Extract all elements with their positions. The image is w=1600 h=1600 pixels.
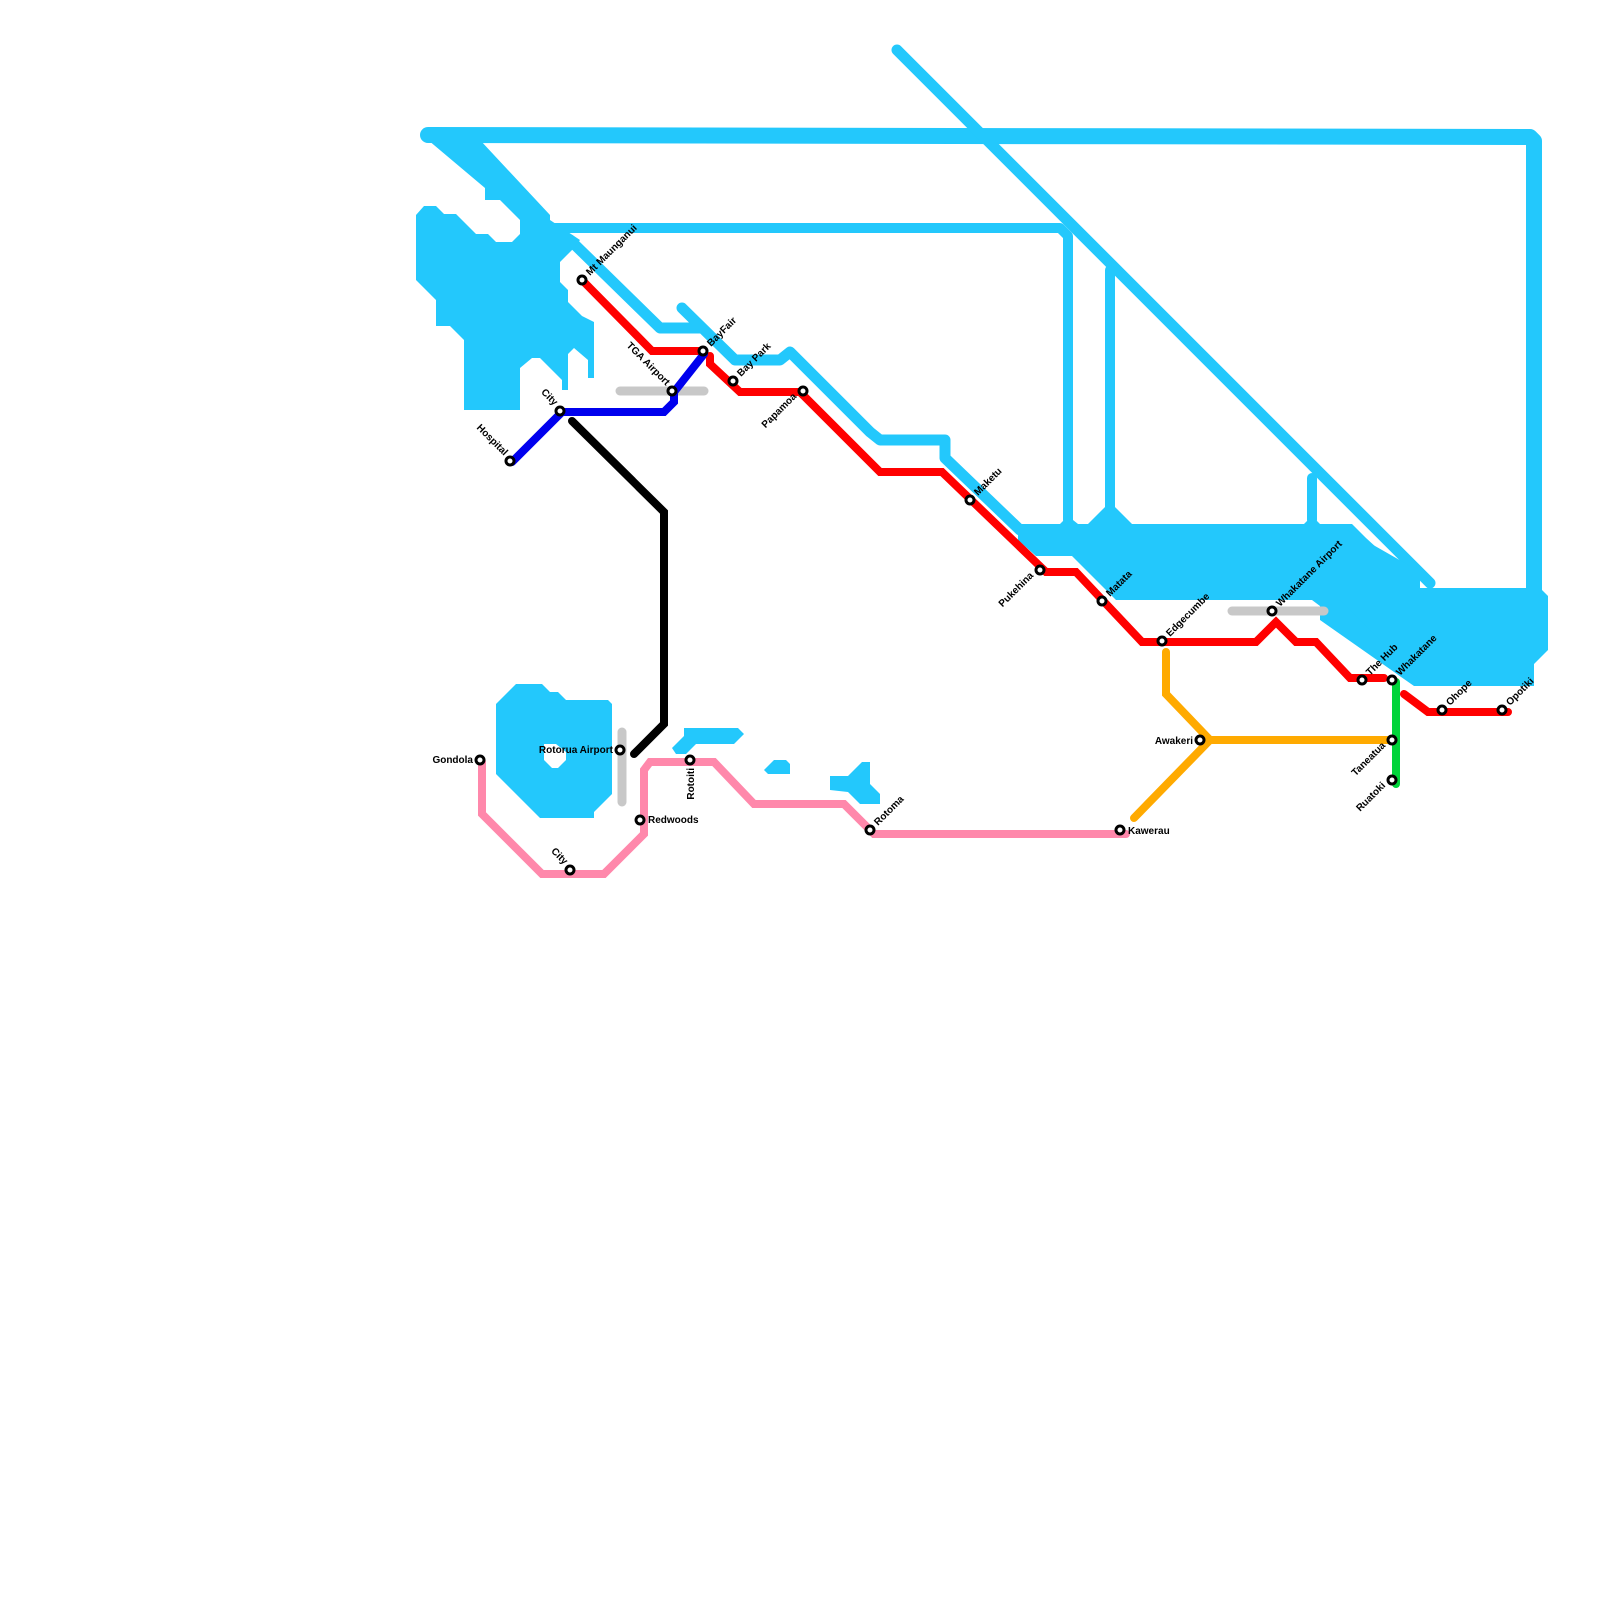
eastern-bay-east [1340, 526, 1530, 680]
lake-rotoehu [764, 760, 790, 774]
station-label: Redwoods [648, 815, 699, 826]
station-kawerau[interactable]: Kawerau [1114, 824, 1170, 837]
station-rotorua-city[interactable]: City [549, 846, 576, 876]
station-redwoods[interactable]: Redwoods [634, 814, 699, 826]
lake-rotoiti [672, 728, 744, 754]
routes-layer [478, 276, 1512, 878]
station-label: Pukehina [997, 570, 1037, 610]
interchange-layer [615, 386, 1329, 807]
station-pukehina[interactable]: Pukehina [997, 564, 1046, 610]
station-label: City [539, 387, 560, 408]
water-layer [416, 44, 1548, 818]
station-label: Taneatua [1350, 740, 1389, 779]
station-tauranga-city[interactable]: City [539, 387, 566, 417]
tauranga-harbour [416, 206, 594, 410]
route-orange[interactable] [1130, 648, 1398, 822]
station-label: Rotorua Airport [539, 745, 614, 756]
station-ruatoki[interactable]: Ruatoki [1354, 774, 1398, 814]
station-label: Kawerau [1128, 826, 1170, 837]
water-channel-upper [545, 223, 1073, 525]
station-label: City [549, 846, 570, 867]
route-pink[interactable] [478, 758, 1130, 878]
station-rotorua-airport[interactable]: Rotorua Airport [539, 744, 626, 756]
route-black[interactable] [568, 417, 668, 758]
station-label: Hospital [474, 422, 510, 458]
harbour-arm [428, 140, 550, 245]
station-label: Gondola [432, 755, 473, 766]
station-label: Ruatoki [1354, 780, 1388, 814]
station-rotoiti[interactable]: Rotoiti [684, 754, 697, 800]
route-red[interactable] [578, 276, 1512, 716]
route-blue[interactable] [508, 350, 708, 466]
lake-rotoma [830, 762, 880, 804]
station-hospital[interactable]: Hospital [474, 422, 516, 467]
station-gondola[interactable]: Gondola [432, 754, 486, 766]
station-label: Papamoa [760, 391, 800, 431]
water-channel-coast [564, 234, 1026, 536]
station-label: Awakeri [1155, 736, 1193, 747]
station-awakeri[interactable]: Awakeri [1155, 734, 1206, 747]
water-channel-diagonal [891, 44, 1436, 589]
mokoia-island [544, 744, 566, 768]
station-label: Rotoiti [686, 768, 697, 800]
